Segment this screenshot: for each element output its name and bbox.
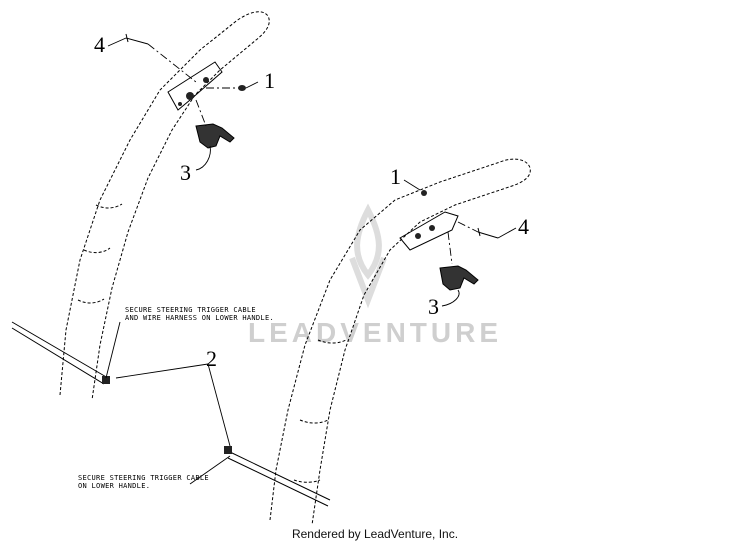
callout-3-right: 3 xyxy=(428,294,439,319)
trigger-part-right xyxy=(439,265,479,291)
callout-4-right: 4 xyxy=(518,214,529,239)
watermark-text: LEADVENTURE xyxy=(248,317,502,348)
note-upper-line1: SECURE STEERING TRIGGER CABLE xyxy=(125,306,256,314)
render-credit: Rendered by LeadVenture, Inc. xyxy=(291,527,459,541)
left-handle-assembly xyxy=(59,11,270,401)
callout-1-left: 1 xyxy=(264,68,275,93)
pin-part-right xyxy=(477,227,499,239)
trigger-part-left xyxy=(195,123,235,149)
note-upper-line2: AND WIRE HARNESS ON LOWER HANDLE. xyxy=(125,314,274,322)
right-handle-assembly xyxy=(269,158,531,526)
cable-tie-upper xyxy=(11,321,110,385)
callout-4-left: 4 xyxy=(94,32,105,57)
leader-lines xyxy=(105,37,517,485)
nut-part-left xyxy=(238,85,246,91)
note-lower-line2: ON LOWER HANDLE. xyxy=(78,482,150,490)
leadventure-watermark: LEADVENTURE xyxy=(248,203,502,348)
note-lower-line1: SECURE STEERING TRIGGER CABLE xyxy=(78,474,209,482)
pin-part-left xyxy=(125,33,149,45)
callout-3-left: 3 xyxy=(180,160,191,185)
callout-2: 2 xyxy=(206,346,217,371)
callout-1-right: 1 xyxy=(390,164,401,189)
cable-tie-lower xyxy=(224,446,331,507)
